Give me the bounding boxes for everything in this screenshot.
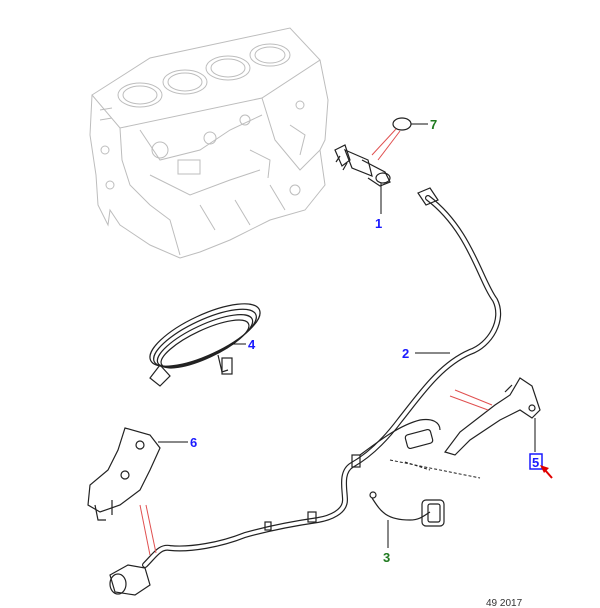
callout-3[interactable]: 3 [383,550,390,565]
diagram-stamp: 49 2017 [486,598,523,608]
callout-6[interactable]: 6 [190,435,197,450]
heater-element-part [334,144,391,187]
callout-5[interactable]: 5 [532,455,539,470]
callouts: 1 2 3 4 5 6 7 [190,117,553,565]
callout-5-highlight [529,453,553,479]
engine-block-illustration [89,27,329,259]
mounting-bracket-part [444,377,541,456]
callout-2[interactable]: 2 [402,346,409,361]
callout-1[interactable]: 1 [375,216,382,231]
o-ring-part [392,117,412,131]
leader-lines [139,123,536,556]
callout-7[interactable]: 7 [430,117,437,132]
connector-lead-part [369,491,445,527]
support-bracket-part [87,427,161,521]
highlight-arrow-icon [540,465,549,473]
power-cable-part [109,187,502,596]
callout-4[interactable]: 4 [248,337,256,352]
extension-cord-part [149,303,261,387]
